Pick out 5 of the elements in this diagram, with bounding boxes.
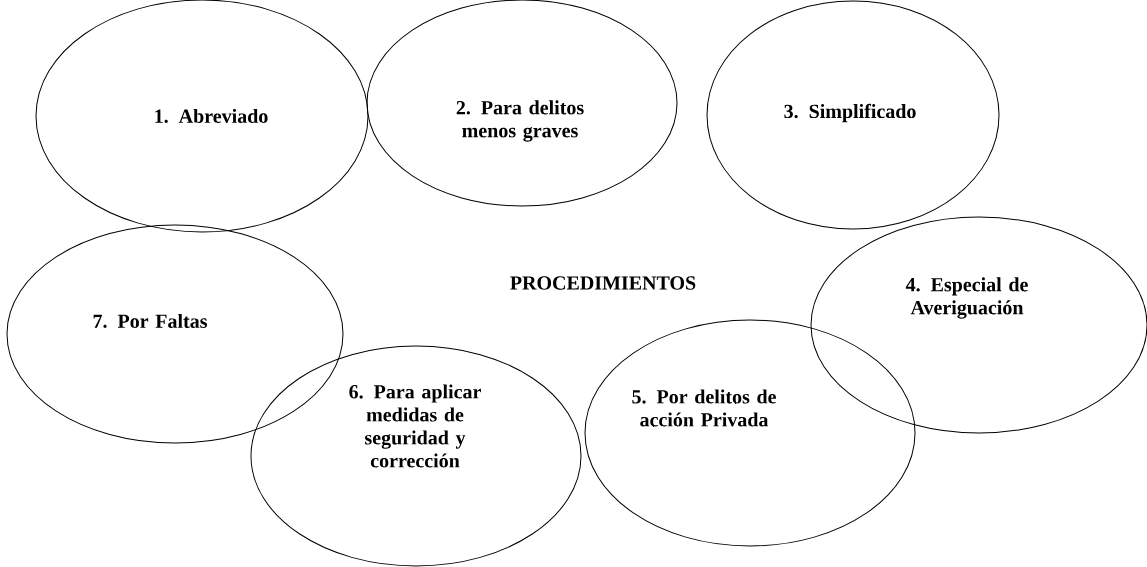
ellipse-node: 6. Para aplicar medidas de seguridad y corrección [250, 345, 582, 567]
ellipse-node: 3. Simplificado [706, 0, 1000, 230]
ellipse-node: 5. Por delitos de acción Privada [584, 319, 916, 547]
center-title: PROCEDIMIENTOS [510, 276, 696, 290]
ellipse-node: 7. Por Faltas [6, 224, 344, 444]
